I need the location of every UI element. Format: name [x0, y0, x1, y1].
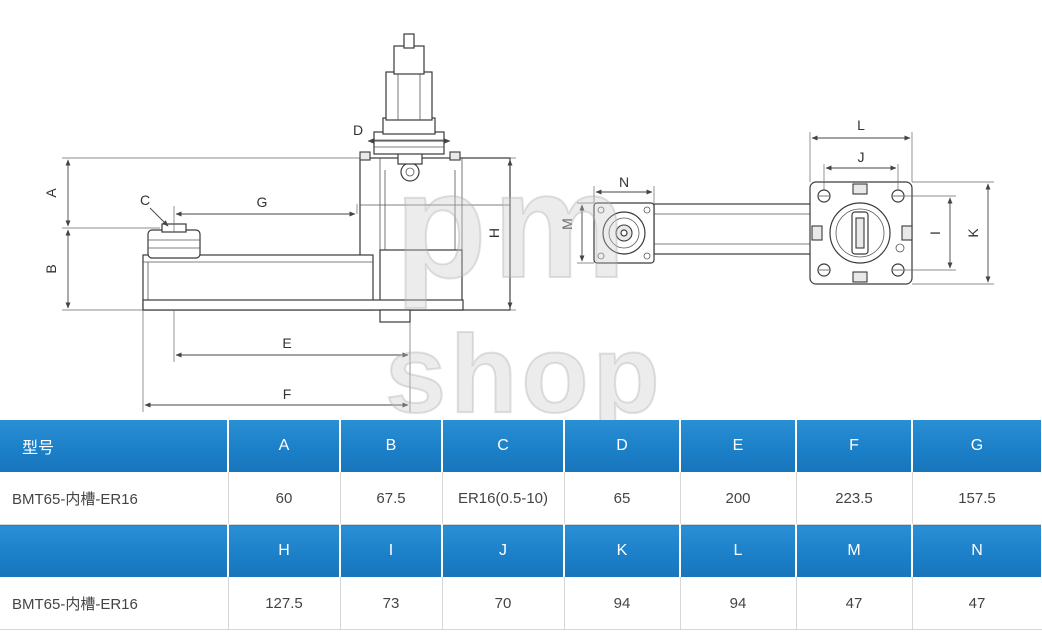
table-header-row: 型号 A B C D E F G	[0, 420, 1042, 472]
dim-label-f: F	[283, 386, 292, 402]
header-cell: C	[442, 420, 565, 472]
top-view: N M L J I K	[559, 117, 994, 285]
header-cell: A	[228, 420, 341, 472]
dim-label-e: E	[282, 335, 291, 351]
dim-label-n: N	[619, 174, 629, 190]
value-cell: 200	[680, 472, 797, 525]
model-cell: BMT65-内槽-ER16	[0, 577, 229, 630]
value-cell: ER16(0.5-10)	[442, 472, 565, 525]
header-cell: M	[796, 524, 913, 577]
dim-label-g: G	[257, 194, 268, 210]
header-cell: J	[442, 524, 565, 577]
top-arm	[653, 203, 815, 255]
dim-label-i: I	[927, 231, 943, 235]
table-header-row: H I J K L M N	[0, 524, 1042, 577]
value-cell: 65	[564, 472, 681, 525]
value-cell: 223.5	[796, 472, 913, 525]
header-cell-model: 型号	[0, 420, 229, 472]
value-cell: 94	[564, 577, 681, 630]
dim-label-m: M	[559, 218, 575, 230]
dim-label-b: B	[43, 264, 59, 273]
value-cell: 157.5	[912, 472, 1042, 525]
dim-label-k: K	[965, 228, 981, 238]
header-cell: N	[912, 524, 1042, 577]
value-cell: 70	[442, 577, 565, 630]
header-cell: B	[340, 420, 443, 472]
value-cell: 73	[340, 577, 443, 630]
dim-label-a: A	[43, 188, 59, 198]
header-cell-blank	[0, 524, 229, 577]
value-cell: 47	[912, 577, 1042, 630]
table-row: BMT65-内槽-ER16 60 67.5 ER16(0.5-10) 65 20…	[0, 472, 1042, 525]
header-cell: G	[912, 420, 1042, 472]
value-cell: 67.5	[340, 472, 443, 525]
value-cell: 94	[680, 577, 797, 630]
technical-drawing: A B C G D H E F	[43, 33, 994, 412]
header-cell: L	[680, 524, 797, 577]
value-cell: 47	[796, 577, 913, 630]
dim-label-j: J	[858, 149, 865, 165]
side-view: A B C G D H E F	[43, 33, 516, 412]
header-cell: E	[680, 420, 797, 472]
collet-nut	[147, 229, 201, 259]
value-cell: 127.5	[228, 577, 341, 630]
dim-label-l: L	[857, 117, 865, 133]
dim-label-d: D	[353, 122, 363, 138]
header-cell: D	[564, 420, 681, 472]
value-cell: 60	[228, 472, 341, 525]
dim-label-h: H	[486, 228, 502, 238]
header-cell: K	[564, 524, 681, 577]
header-cell: I	[340, 524, 443, 577]
model-cell: BMT65-内槽-ER16	[0, 472, 229, 525]
header-cell: H	[228, 524, 341, 577]
dim-label-c: C	[140, 192, 150, 208]
spindle-collar	[373, 131, 445, 155]
header-cell: F	[796, 420, 913, 472]
spindle-shaft	[385, 71, 433, 121]
table-row: BMT65-内槽-ER16 127.5 73 70 94 94 47 47	[0, 577, 1042, 630]
spec-table: 型号 A B C D E F G BMT65-内槽-ER16 60 67.5 E…	[0, 420, 1042, 630]
